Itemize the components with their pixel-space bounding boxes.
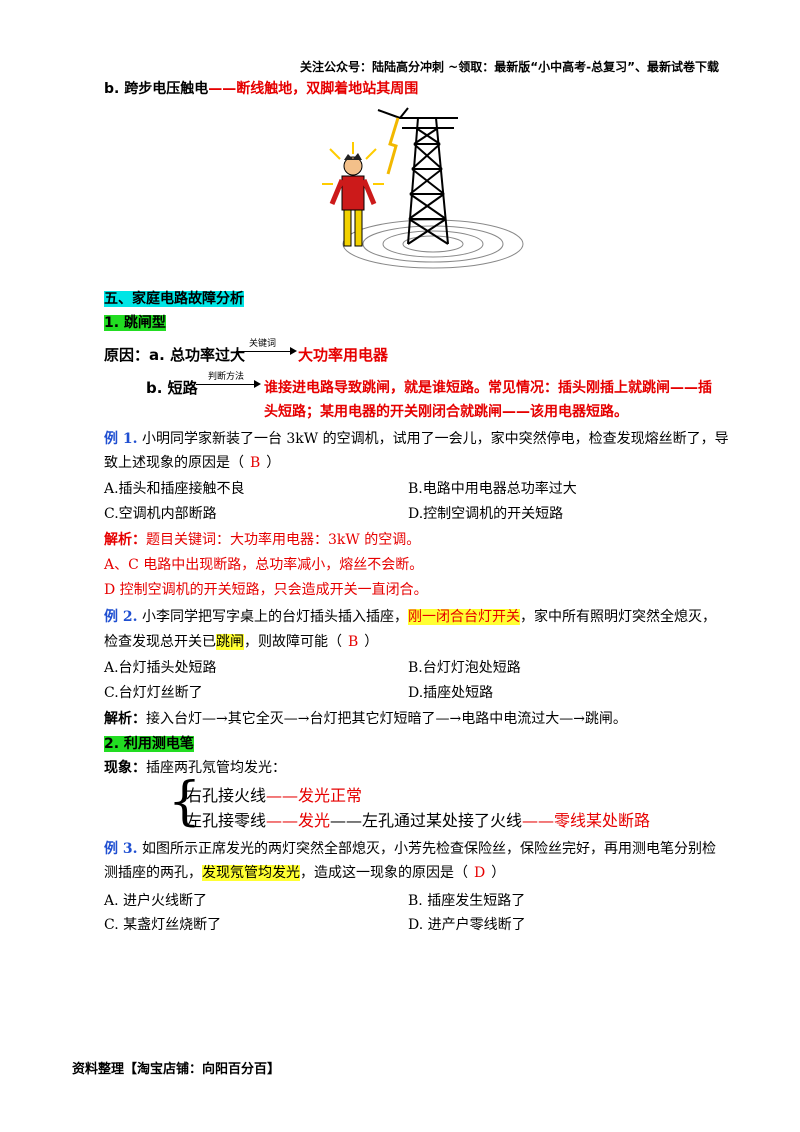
step-voltage-label: b. 跨步电压触电 [104, 81, 209, 97]
arrow-b-head-icon [254, 380, 261, 388]
ex3-stem-line2: 测插座的两孔，发现氖管均发光，造成这一现象的原因是（ D ） [104, 862, 505, 882]
ex1-option-a: A.插头和插座接触不良 [104, 481, 245, 497]
ex1-analysis1: 题目关键词：大功率用电器：3kW 的空调。 [146, 532, 421, 548]
ex3-option-c: C. 某盏灯丝烧断了 [104, 917, 222, 933]
ex3-stem2-mid: ，造成这一现象的原因是（ [300, 865, 468, 881]
ex3-option-d: D. 进产户零线断了 [408, 917, 526, 933]
broken-wire-icon [386, 117, 400, 175]
ex3-stem2-pre: 测插座的两孔， [104, 865, 202, 881]
ex2-stem-line2: 检查发现总开关已跳闸，则故障可能（ B ） [104, 631, 378, 651]
ex1-option-b: B.电路中用电器总功率过大 [408, 481, 577, 497]
phenomenon-line2-mid: ——左孔通过某处接了火线 [330, 811, 523, 830]
ex3-stem1: 如图所示正席发光的两灯突然全部熄灭，小芳先检查保险丝，保险丝完好，再用测电笔分别… [137, 841, 716, 857]
cause-b-label: b. 短路 [146, 379, 198, 397]
phenomenon-line1-pre: 右孔接火线 [186, 786, 267, 805]
cause-a-label: a. 总功率过大 [149, 346, 246, 364]
ex1-stem-line1: 例 1. 小明同学家新装了一台 3kW 的空调机，试用了一会儿，家中突然停电，检… [104, 428, 729, 448]
cause-b-result-line2: 头短路；某用电器的开关刚闭合就跳闸——该用电器短路。 [264, 404, 628, 420]
phenomenon-line: 现象：插座两孔氖管均发光： [104, 757, 286, 777]
phenomenon-line1: 右孔接火线——发光正常 [186, 782, 362, 806]
ex2-tag: 例 2. [104, 609, 138, 625]
ex1-stem2-pre: 致上述现象的原因是（ [104, 455, 244, 471]
ex2-option-b: B.台灯灯泡处短路 [408, 660, 521, 676]
ex1-stem2-post: ） [266, 455, 281, 471]
ex2-analysis-line: 解析：接入台灯—→其它全灭—→台灯把其它灯短暗了—→电路中电流过大—→跳闸。 [104, 708, 627, 728]
ex2-stem1-post: ，家中所有照明灯突然全熄灭， [519, 609, 716, 625]
sub1-title: 1. 跳闸型 [104, 315, 166, 331]
ex2-option-c: C.台灯灯丝断了 [104, 685, 203, 701]
ex3-option-b: B. 插座发生短路了 [408, 893, 526, 909]
page-footer: 资料整理【淘宝店铺：向阳百分百】 [72, 1062, 281, 1077]
section-title: 五、家庭电路故障分析 [104, 288, 244, 308]
ex2-stem2-pre: 检查发现总开关已 [104, 634, 216, 650]
sub-title: 1. 跳闸型 [104, 312, 166, 332]
ex2-stem2-highlight: 跳闸 [216, 634, 244, 650]
ex3-tag: 例 3. [104, 841, 138, 857]
ex2-option-d: D.插座处短路 [408, 685, 494, 701]
step-voltage-desc: ——断线触地，双脚着地站其周围 [208, 81, 419, 97]
arrow-b-label: 判断方法 [208, 372, 245, 382]
person-icon [322, 142, 384, 247]
phenomenon-line2-red1: ——发光 [266, 811, 331, 830]
ex3-option-a: A. 进户火线断了 [104, 893, 208, 909]
ex3-answer: D [474, 865, 486, 881]
cause-prefix: 原因： [104, 346, 150, 364]
ex2-stem1-pre: 小李同学把写字桌上的台灯插头插入插座， [137, 609, 408, 625]
ex1-stem-line2: 致上述现象的原因是（ B ） [104, 452, 280, 472]
power-tower-icon [377, 107, 458, 245]
ex1-analysis-line2: A、C 电路中出现断路，总功率减小，熔丝不会断。 [104, 557, 424, 573]
sub2-title: 2. 利用测电笔 [104, 736, 194, 752]
step-voltage-line: b. 跨步电压触电——断线触地，双脚着地站其周围 [104, 78, 418, 98]
phenomenon-line1-red: ——发光正常 [266, 786, 363, 805]
section5-title: 五、家庭电路故障分析 [104, 291, 244, 307]
ex1-option-c: C.空调机内部断路 [104, 506, 217, 522]
ex2-option-a: A.台灯插头处短路 [104, 660, 217, 676]
arrow-a-label: 关键词 [249, 339, 277, 349]
cause-b-result-line1: 谁接进电路导致跳闸，就是谁短路。常见情况：插头刚插上就跳闸——插 [264, 380, 712, 396]
cause-a-result: 大功率用电器 [298, 346, 389, 364]
ex1-answer: B [250, 455, 261, 471]
ex1-stem1: 小明同学家新装了一台 3kW 的空调机，试用了一会儿，家中突然停电，检查发现熔丝… [137, 431, 729, 447]
ex2-answer: B [348, 634, 359, 650]
ex2-analysis: 接入台灯—→其它全灭—→台灯把其它灯短暗了—→电路中电流过大—→跳闸。 [146, 711, 627, 727]
phenomenon-line2: 左孔接零线——发光——左孔通过某处接了火线——零线某处断路 [186, 807, 650, 831]
arrow-a-head-icon [290, 347, 297, 355]
phenomenon-text: 插座两孔氖管均发光： [146, 760, 286, 776]
phenomenon-label: 现象： [104, 760, 146, 776]
ex2-analysis-label: 解析： [104, 711, 146, 727]
ex2-stem-line1: 例 2. 小李同学把写字桌上的台灯插头插入插座，刚一闭合台灯开关，家中所有照明灯… [104, 606, 716, 626]
ex3-stem-line1: 例 3. 如图所示正席发光的两灯突然全部熄灭，小芳先检查保险丝，保险丝完好，再用… [104, 838, 716, 858]
ex2-stem1-highlight: 刚一闭合台灯开关 [407, 609, 520, 625]
arrow-a-line [236, 351, 290, 352]
ex2-stem2-mid: ，则故障可能（ [244, 634, 342, 650]
sub-title-2: 2. 利用测电笔 [104, 733, 194, 753]
ex3-stem2-highlight: 发现氖管均发光 [202, 865, 300, 881]
ex1-analysis-line3: D 控制空调机的开关短路，只会造成开关一直闭合。 [104, 582, 428, 598]
ex1-analysis-line1: 解析：题目关键词：大功率用电器：3kW 的空调。 [104, 529, 420, 549]
arrow-b-line [196, 384, 254, 385]
ex1-tag: 例 1. [104, 431, 138, 447]
phenomenon-line2-red2: ——零线某处断路 [522, 811, 651, 830]
ex1-option-d: D.控制空调机的开关短路 [408, 506, 564, 522]
ex1-analysis-label: 解析： [104, 532, 146, 548]
step-voltage-illustration [322, 107, 524, 269]
ex3-stem2-post: ） [491, 865, 506, 881]
brace-icon: { [168, 772, 202, 832]
page-header: 关注公众号：陆陆高分冲刺 ~领取：最新版“小中高考-总复习”、最新试卷下载 [300, 60, 719, 74]
cause-line-a: 原因：a. 总功率过大 [104, 344, 245, 365]
ex2-stem2-post: ） [364, 634, 379, 650]
phenomenon-line2-pre: 左孔接零线 [186, 811, 267, 830]
